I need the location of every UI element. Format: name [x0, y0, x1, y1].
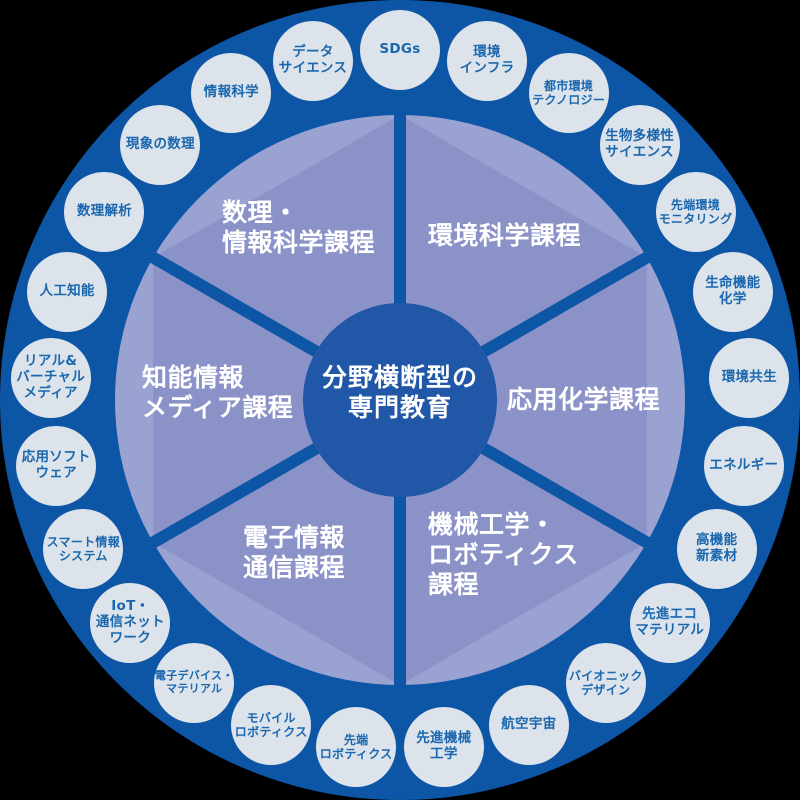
- satellite-label: 先端 ロボティクス: [319, 733, 393, 762]
- satellite-label: エネルギー: [709, 456, 779, 473]
- satellite-circle-0: SDGs: [360, 10, 440, 90]
- satellite-circle-14: モバイル ロボティクス: [231, 685, 312, 766]
- satellite-label: モバイル ロボティクス: [234, 711, 308, 740]
- satellite-circle-10: バイオニック デザイン: [565, 643, 646, 724]
- satellite-circle-4: 先端環境 モニタリング: [655, 172, 736, 253]
- satellite-label: 航空宇宙: [501, 716, 557, 733]
- satellite-label: スマート情報 システム: [46, 534, 121, 564]
- satellite-label: 高機能 新素材: [695, 532, 738, 565]
- satellite-label: 人工知能: [39, 282, 95, 299]
- satellite-circle-19: リアル& バーチャル メディア: [10, 338, 91, 419]
- segment-label-applied-chemistry: 応用化学課程: [507, 385, 661, 414]
- satellite-circle-11: 航空宇宙: [488, 685, 569, 766]
- satellite-label: リアル& バーチャル メディア: [16, 353, 86, 401]
- satellite-label: 先端環境 モニタリング: [658, 198, 733, 227]
- center-title: 分野横断型の 専門教育: [321, 363, 478, 422]
- satellite-circle-3: 生物多様性 サイエンス: [599, 104, 680, 185]
- satellite-circle-9: 先進エコ マテリアル: [629, 583, 710, 664]
- satellite-circle-18: 応用ソフト ウェア: [16, 425, 97, 506]
- satellite-circle-20: 人工知能: [27, 251, 108, 332]
- satellite-circle-7: エネルギー: [703, 425, 784, 506]
- satellite-label: 環境 インフラ: [459, 44, 515, 76]
- satellite-circle-13: 先端 ロボティクス: [316, 707, 397, 788]
- satellite-label: 情報科学: [203, 84, 259, 101]
- satellite-circle-5: 生命機能 化学: [692, 251, 773, 332]
- satellite-circle-15: 電子デバイス・ マテリアル: [154, 643, 235, 724]
- satellite-circle-6: 環境共生: [709, 338, 790, 419]
- satellite-circle-21: 数理解析: [64, 172, 145, 253]
- satellite-label: 電子デバイス・ マテリアル: [154, 669, 234, 696]
- satellite-circle-8: 高機能 新素材: [676, 509, 757, 590]
- satellite-circle-22: 現象の数理: [120, 104, 201, 185]
- satellite-circle-23: 情報科学: [191, 53, 272, 134]
- satellite-label: 先進機械 工学: [416, 730, 472, 763]
- satellite-label: 環境共生: [721, 369, 777, 386]
- satellite-circle-17: スマート情報 システム: [43, 509, 124, 590]
- satellite-circle-1: 環境 インフラ: [447, 20, 528, 101]
- satellite-label: 生命機能 化学: [705, 274, 761, 307]
- satellite-label: 都市環境 テクノロジー: [532, 79, 606, 108]
- satellite-label: SDGs: [379, 41, 421, 58]
- satellite-circle-12: 先進機械 工学: [403, 707, 484, 788]
- center-circle: [303, 303, 497, 497]
- satellite-circle-2: 都市環境 テクノロジー: [528, 53, 609, 134]
- satellite-label: IoT・ 通信ネット ワーク: [95, 598, 165, 647]
- satellite-label: 数理解析: [76, 203, 133, 220]
- satellite-label: データ サイエンス: [278, 44, 348, 76]
- satellite-label: バイオニック デザイン: [568, 668, 643, 698]
- segment-label-math-info-science: 数理・ 情報科学課程: [222, 198, 376, 257]
- segment-label-electronic-info-communication: 電子情報 通信課程: [243, 523, 346, 582]
- satellite-circle-16: IoT・ 通信ネット ワーク: [90, 583, 171, 664]
- segment-label-environmental-science: 環境科学課程: [428, 221, 582, 250]
- satellite-label: 応用ソフト ウェア: [21, 448, 91, 481]
- satellite-label: 先進エコ マテリアル: [635, 606, 705, 639]
- satellite-label: 生物多様性 サイエンス: [605, 127, 675, 160]
- segment-label-mechanical-robotics: 機械工学・ ロボティクス 課程: [428, 510, 579, 599]
- satellite-circle-24: データ サイエンス: [272, 20, 353, 101]
- satellite-label: 現象の数理: [125, 135, 195, 152]
- segment-label-intelligent-info-media: 知能情報 メディア課程: [142, 363, 294, 422]
